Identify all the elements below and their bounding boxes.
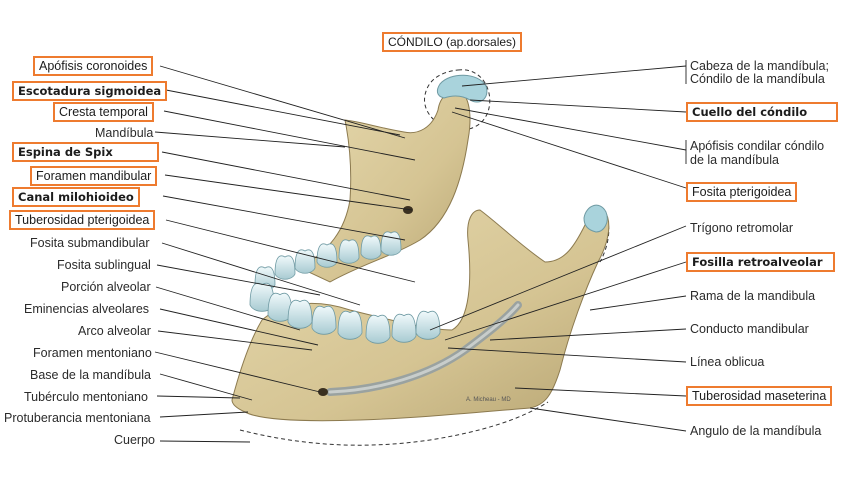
label-fosita-submandibular: Fosita submandibular: [30, 236, 150, 250]
leader-line-14: [154, 351, 321, 393]
leader-line-28: [514, 387, 687, 397]
leader-lines: [154, 60, 687, 443]
leader-line-16: [156, 395, 241, 399]
label-mandibula: Mandíbula: [95, 126, 154, 140]
label-tuberosidad-pterigoidea: Tuberosidad pterigoidea: [9, 210, 156, 230]
label-eminencias-alveolares: Eminencias alveolares: [24, 302, 150, 316]
far-side-outline: [239, 401, 549, 446]
tooth-near-6: [365, 314, 391, 344]
foramen-mandibular-hole: [403, 206, 413, 214]
tooth-near-2: [267, 292, 293, 322]
label-escotadura-sigmoidea: Escotadura sigmoidea: [12, 81, 168, 101]
tooth-near-1: [249, 282, 275, 312]
tooth-far-7: [380, 231, 402, 256]
tooth-far-6: [360, 235, 382, 260]
leader-line-18: [159, 440, 251, 443]
label-fosita-pterigoidea: Fosita pterigoidea: [686, 182, 798, 202]
leader-line-23: [429, 225, 687, 331]
tooth-near-3: [287, 299, 313, 329]
leader-line-25: [589, 295, 687, 311]
label-tuberculo-mentoniano: Tubérculo mentoniano: [24, 390, 148, 404]
teeth-near-row: [249, 282, 441, 344]
label-arco-alveolar: Arco alveolar: [78, 324, 151, 338]
leader-line-24: [444, 261, 687, 341]
label-cuerpo: Cuerpo: [114, 433, 155, 447]
leader-line-29: [529, 407, 687, 432]
tooth-far-5: [338, 239, 360, 264]
label-foramen-mandibular: Foramen mandibular: [30, 166, 158, 186]
leader-line-4: [154, 131, 346, 148]
tooth-near-8: [415, 310, 441, 340]
label-fosita-sublingual: Fosita sublingual: [57, 258, 151, 272]
leader-line-8: [165, 219, 416, 283]
leader-line-1: [159, 65, 406, 139]
tooth-far-4: [316, 243, 338, 268]
coronoid-cap: [583, 204, 608, 233]
leader-line-27: [447, 347, 687, 363]
leader-line-11: [155, 286, 301, 331]
label-angulo-de-la-mandibula: Angulo de la mandíbula: [690, 424, 822, 438]
label-cuello-del-condilo: Cuello del cóndilo: [686, 102, 838, 122]
label-base-de-la-mandibula: Base de la mandíbula: [30, 368, 151, 382]
leader-line-10: [156, 264, 321, 296]
leader-line-13: [157, 330, 313, 351]
leader-line-6: [164, 174, 413, 211]
label-cabeza-de-la-mandibula: Cabeza de la mandíbula;: [690, 59, 829, 73]
artist-signature: A. Micheau - MD: [466, 397, 511, 403]
label-linea-oblicua: Línea oblicua: [690, 355, 765, 369]
leader-line-9: [161, 242, 361, 306]
leader-line-26: [489, 328, 687, 341]
label-conducto-mandibular: Conducto mandibular: [690, 322, 809, 336]
label-porcion-alveolar: Porción alveolar: [61, 280, 151, 294]
tooth-near-5: [337, 310, 363, 340]
leader-line-20: [469, 99, 687, 113]
leader-line-3: [163, 110, 416, 161]
tooth-near-4: [311, 305, 337, 335]
tooth-far-3: [294, 249, 316, 274]
leader-line-5: [161, 151, 411, 201]
leader-line-22: [451, 111, 687, 189]
leader-line-19: [461, 65, 687, 87]
label-tuberosidad-maseterina: Tuberosidad maseterina: [686, 386, 833, 406]
teeth-far-row: [254, 231, 402, 291]
tooth-far-2: [274, 255, 296, 280]
label-espina-de-spix: Espina de Spix: [12, 142, 159, 162]
label-condilo-de-la-mandibula: Cóndilo de la mandíbula: [690, 72, 825, 86]
label-apofisis-condilar-2: de la mandíbula: [690, 153, 779, 167]
tooth-near-7: [391, 313, 417, 343]
label-trigono-retromolar: Trígono retromolar: [690, 221, 794, 235]
label-foramen-mentoniano: Foramen mentoniano: [33, 346, 152, 360]
foramen-mentoniano-hole: [318, 388, 328, 396]
condilo-header: CÓNDILO (ap.dorsales): [382, 32, 523, 52]
label-rama-de-la-mandibula: Rama de la mandibula: [690, 289, 816, 303]
leader-line-15: [159, 373, 253, 401]
leader-line-12: [159, 308, 319, 346]
leader-line-7: [162, 195, 406, 241]
label-canal-milohioideo: Canal milohioideo: [12, 187, 140, 207]
label-protuberancia-mentoniana: Protuberancia mentoniana: [4, 411, 151, 425]
left-ramus: [298, 89, 471, 283]
leader-line-21: [454, 107, 687, 151]
label-fosilla-retroalveolar: Fosilla retroalveolar: [686, 252, 835, 272]
label-apofisis-condilar: Apófisis condilar cóndilo: [690, 139, 825, 153]
label-cresta-temporal: Cresta temporal: [53, 102, 154, 122]
leader-line-17: [159, 411, 249, 418]
label-apofisis-coronoides: Apófisis coronoides: [33, 56, 154, 76]
leader-line-2: [165, 89, 401, 136]
